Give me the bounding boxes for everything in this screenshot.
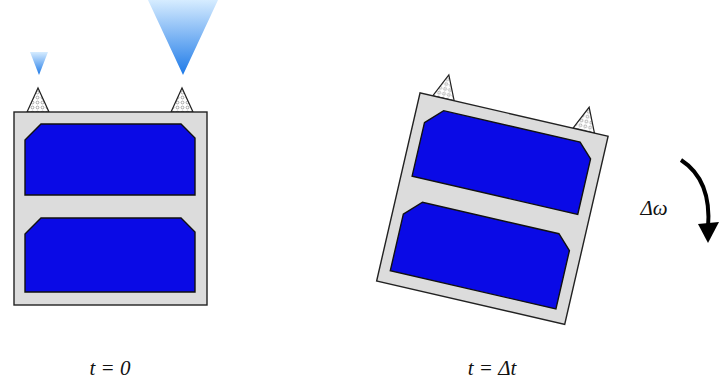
time-label: t = 0 [89,356,130,381]
spacecraft-after [377,69,614,324]
thrust-plume-small [30,52,48,75]
thrust-plume-large [148,0,218,75]
angular-velocity-label: Δω [640,196,667,221]
rotation-arrow [681,160,719,243]
spacecraft-before [14,0,218,305]
time-label: t = Δt [468,356,517,381]
